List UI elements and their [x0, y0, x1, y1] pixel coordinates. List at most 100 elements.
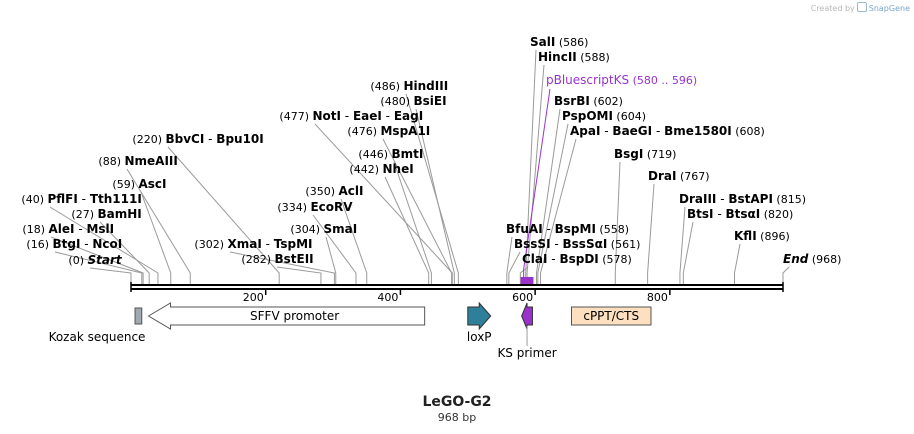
enzyme-name-alei[interactable]: AleI	[48, 222, 74, 236]
leader-line-hindiii	[405, 93, 459, 284]
enzyme-name-tspmi[interactable]: TspMI	[274, 237, 313, 251]
enzyme-name-bsss-i[interactable]: BssSαI	[563, 237, 608, 251]
site-label-bsteii: (282) BstEII	[241, 252, 313, 266]
enzyme-name-ecorv[interactable]: EcoRV	[310, 200, 353, 214]
site-separator: -	[716, 192, 728, 206]
enzyme-name-apai[interactable]: ApaI	[570, 124, 600, 138]
enzyme-name-nmeaiii[interactable]: NmeAIII	[124, 154, 177, 168]
enzyme-name-bsssi[interactable]: BssSI	[514, 237, 551, 251]
site-label-btsi-bts-i: BtsI - BtsαI (820)	[687, 207, 793, 221]
leader-line-nhei	[384, 176, 430, 284]
feature-kozak-sequence[interactable]: Kozak sequence	[49, 307, 146, 344]
enzyme-name-hincii[interactable]: HincII	[538, 50, 577, 64]
enzyme-name-eagi[interactable]: EagI	[394, 109, 423, 123]
site-position: (476)	[347, 125, 380, 138]
enzyme-name-nhei[interactable]: NheI	[382, 162, 413, 176]
primer-binding-name[interactable]: pBluescriptKS	[546, 73, 629, 87]
site-position: (446)	[358, 148, 391, 161]
leader-line-end	[782, 266, 790, 284]
enzyme-name-asci[interactable]: AscI	[138, 177, 166, 191]
enzyme-name-xmai[interactable]: XmaI	[227, 237, 261, 251]
leader-line-bamhi	[99, 221, 150, 284]
enzyme-name-bsrbi[interactable]: BsrBI	[554, 94, 590, 108]
site-label-bmti: (446) BmtI	[358, 147, 423, 161]
site-label-apai-baegi-bme1580i: ApaI - BaeGI - Bme1580I (608)	[570, 124, 765, 138]
map-length: 968 bp	[437, 411, 477, 424]
enzyme-name-hindiii[interactable]: HindIII	[403, 79, 448, 93]
site-separator: -	[551, 237, 563, 251]
site-label-hincii: HincII (588)	[538, 50, 610, 64]
leader-line-bsrbi	[535, 108, 561, 284]
site-position: (220)	[132, 133, 165, 146]
enzyme-name-bbvci[interactable]: BbvCI	[165, 132, 204, 146]
enzyme-name-noti[interactable]: NotI	[312, 109, 341, 123]
enzyme-name-bstapi[interactable]: BstAPI	[728, 192, 773, 206]
enzyme-name-bmti[interactable]: BmtI	[391, 147, 423, 161]
feature-cppt-cts[interactable]: cPPT/CTS	[571, 306, 652, 326]
enzyme-name-clai[interactable]: ClaI	[522, 252, 547, 266]
tick-label-600: 600	[512, 291, 533, 304]
site-position: (0)	[68, 254, 87, 267]
feature-sffv-promoter[interactable]: SFFV promoter	[147, 302, 426, 330]
site-separator: -	[714, 207, 726, 221]
enzyme-name-tth111i[interactable]: Tth111I	[90, 192, 142, 206]
enzyme-name-kfli[interactable]: KflI	[734, 229, 757, 243]
site-position: (604)	[613, 110, 646, 123]
leader-line-btsi	[682, 221, 694, 284]
site-label-ecorv: (334) EcoRV	[277, 200, 353, 214]
enzyme-name-msli[interactable]: MslI	[86, 222, 114, 236]
leader-line-draiii	[679, 206, 686, 284]
site-position: (815)	[773, 193, 806, 206]
enzyme-name-bsgi[interactable]: BsgI	[614, 147, 643, 161]
site-label-mspa1i: (476) MspA1I	[347, 124, 430, 138]
enzyme-name-bts-i[interactable]: BtsαI	[725, 207, 760, 221]
enzyme-name-bme1580i[interactable]: Bme1580I	[664, 124, 732, 138]
leader-line-bsteii	[276, 266, 322, 284]
site-label-btgi-ncoi: (16) BtgI - NcoI	[26, 237, 122, 251]
enzyme-name-btsi[interactable]: BtsI	[687, 207, 714, 221]
enzyme-name-acli[interactable]: AclI	[338, 184, 363, 198]
leader-line-bfuai	[506, 236, 513, 284]
enzyme-name-bsteii[interactable]: BstEII	[274, 252, 313, 266]
site-position: (486)	[370, 80, 403, 93]
site-label-draiii-bstapi: DraIII - BstAPI (815)	[679, 192, 806, 206]
feature-ks-primer[interactable]: KS primer	[497, 302, 557, 360]
enzyme-name-eaei[interactable]: EaeI	[353, 109, 382, 123]
enzyme-name-bpu10i[interactable]: Bpu10I	[216, 132, 263, 146]
primer-binding-label: pBluescriptKS (580 .. 596)	[546, 73, 697, 87]
enzyme-name-sali[interactable]: SalI	[530, 35, 555, 49]
site-separator: -	[80, 237, 92, 251]
enzyme-name-drai[interactable]: DraI	[648, 169, 676, 183]
enzyme-name-end[interactable]: End	[783, 252, 809, 266]
site-position: (18)	[22, 223, 48, 236]
enzyme-name-smai[interactable]: SmaI	[323, 222, 357, 236]
enzyme-name-draiii[interactable]: DraIII	[679, 192, 716, 206]
enzyme-name-bfuai[interactable]: BfuAI	[506, 222, 543, 236]
feature-loxp[interactable]: loxP	[467, 301, 492, 344]
enzyme-name-mspa1i[interactable]: MspA1I	[380, 124, 430, 138]
site-label-hindiii: (486) HindIII	[370, 79, 448, 93]
enzyme-name-btgi[interactable]: BtgI	[52, 237, 80, 251]
feature-shape	[147, 302, 426, 330]
enzyme-name-bamhi[interactable]: BamHI	[97, 207, 141, 221]
enzyme-name-start[interactable]: Start	[87, 253, 122, 267]
site-position: (896)	[757, 230, 790, 243]
leader-line-smai	[325, 236, 337, 284]
enzyme-name-pspomi[interactable]: PspOMI	[562, 109, 613, 123]
site-position: (480)	[380, 95, 413, 108]
enzyme-name-ncoi[interactable]: NcoI	[92, 237, 122, 251]
site-position: (350)	[305, 185, 338, 198]
enzyme-name-bsiei[interactable]: BsiEI	[413, 94, 446, 108]
enzyme-name-pflfi[interactable]: PflFI	[47, 192, 77, 206]
feature-shape	[521, 302, 533, 330]
leader-line-drai	[647, 183, 655, 284]
enzyme-name-bspdi[interactable]: BspDI	[559, 252, 598, 266]
site-position: (586)	[555, 36, 588, 49]
site-separator: -	[78, 192, 90, 206]
site-label-bfuai-bspmi: BfuAI - BspMI (558)	[506, 222, 629, 236]
feature-label: loxP	[467, 330, 492, 344]
enzyme-name-bspmi[interactable]: BspMI	[555, 222, 596, 236]
site-label-clai-bspdi: ClaI - BspDI (578)	[522, 252, 632, 266]
enzyme-name-baegi[interactable]: BaeGI	[612, 124, 652, 138]
leader-line-bsssi	[508, 251, 521, 284]
